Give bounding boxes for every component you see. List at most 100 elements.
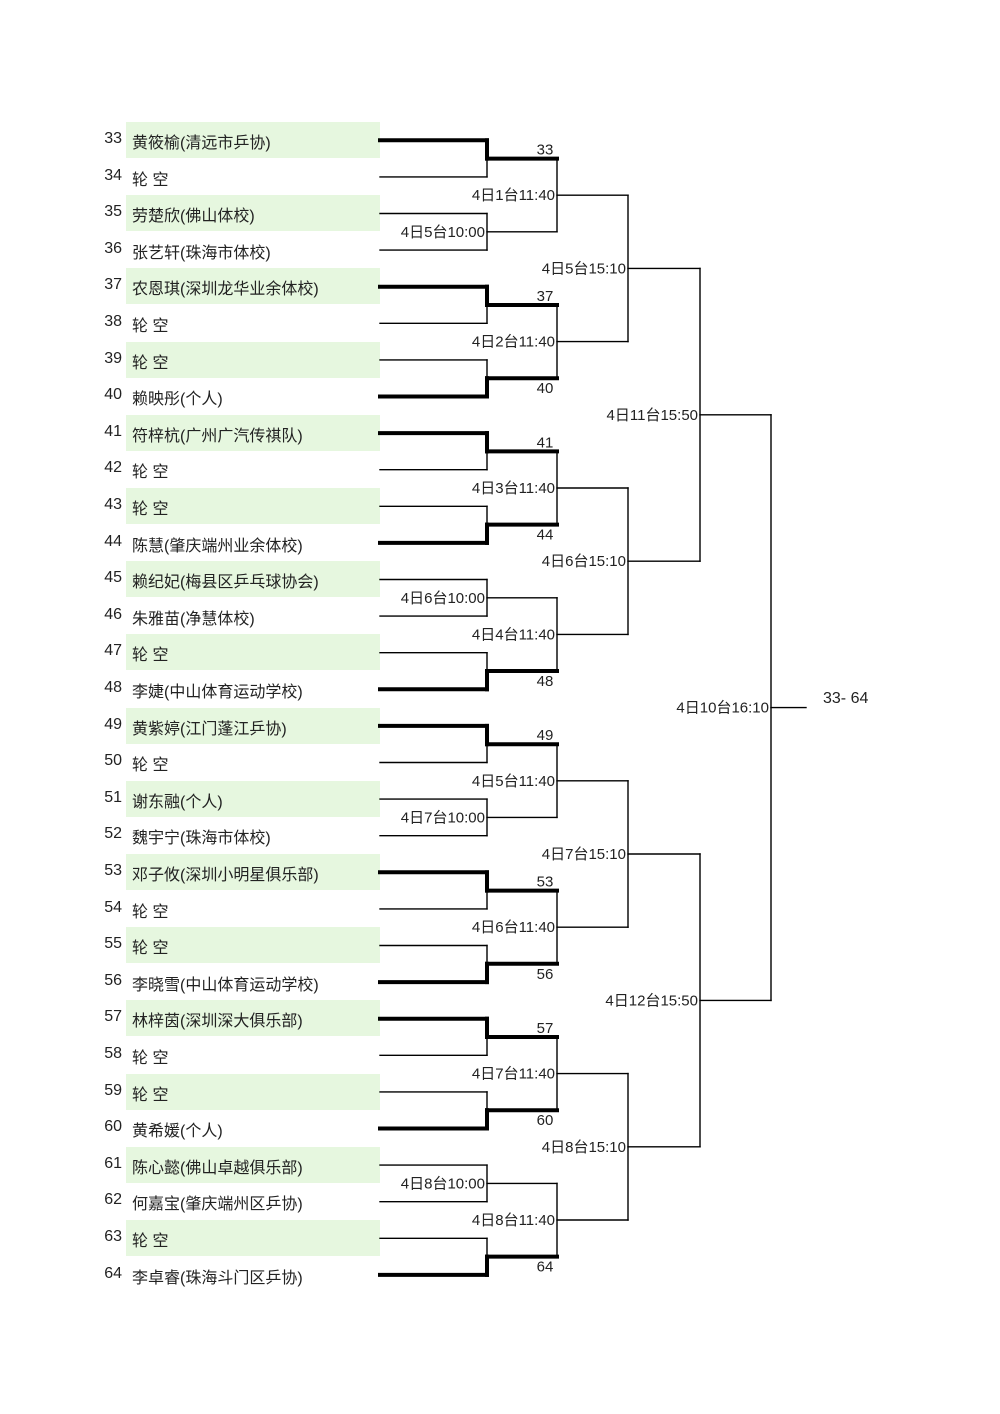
player-row: 41 符梓杭(广州广汽传祺队) bbox=[0, 414, 380, 451]
match-schedule: 4日10台16:10 bbox=[676, 700, 769, 717]
player-seed: 36 bbox=[104, 239, 122, 257]
player-seed: 63 bbox=[104, 1228, 122, 1245]
player-row: 38 轮 空 bbox=[0, 305, 380, 341]
player-row: 59 轮 空 bbox=[0, 1073, 380, 1110]
match-schedule: 4日6台15:10 bbox=[542, 553, 626, 570]
player-row: 40 赖映彤(个人) bbox=[0, 378, 380, 414]
player-row: 53 邓子攸(深圳小明星俱乐部) bbox=[0, 854, 380, 890]
player-seed: 50 bbox=[104, 752, 122, 770]
player-seed: 59 bbox=[104, 1081, 122, 1099]
player-seed: 38 bbox=[104, 313, 122, 330]
player-seed: 33 bbox=[104, 130, 122, 147]
player-seed: 43 bbox=[104, 496, 122, 513]
row-highlight bbox=[126, 1146, 380, 1183]
player-row: 47 轮 空 bbox=[0, 634, 380, 671]
match-schedule: 4日7台10:00 bbox=[401, 809, 485, 826]
player-seed: 57 bbox=[104, 1008, 122, 1026]
player-seed: 48 bbox=[104, 679, 122, 696]
player-seed: 47 bbox=[104, 642, 122, 660]
row-highlight bbox=[126, 854, 380, 890]
row-highlight bbox=[126, 1220, 380, 1256]
player-row: 48 李婕(中山体育运动学校) bbox=[0, 671, 380, 707]
match-schedule: 4日2台11:40 bbox=[472, 334, 555, 351]
row-highlight bbox=[126, 488, 380, 524]
player-seed: 40 bbox=[104, 386, 122, 404]
player-seed: 61 bbox=[104, 1154, 122, 1172]
player-seed: 41 bbox=[104, 422, 122, 440]
player-seed: 39 bbox=[104, 349, 122, 367]
row-highlight bbox=[126, 1073, 380, 1110]
player-name: 邓子攸(深圳小明星俱乐部) bbox=[132, 867, 319, 884]
match-result: 41 bbox=[537, 434, 554, 451]
player-seed: 42 bbox=[104, 459, 122, 477]
match-schedule: 4日8台15:10 bbox=[542, 1139, 626, 1156]
match-schedule: 4日6台11:40 bbox=[472, 919, 555, 936]
player-row: 54 轮 空 bbox=[0, 891, 380, 927]
match-schedule: 4日7台15:10 bbox=[542, 846, 626, 863]
row-highlight bbox=[126, 414, 380, 451]
player-name: 张艺轩(珠海市体校) bbox=[132, 244, 271, 262]
player-name: 李卓睿(珠海斗门区乒协) bbox=[132, 1269, 303, 1287]
player-row: 37 农恩琪(深圳龙华业余体校) bbox=[0, 268, 380, 305]
player-name: 轮 空 bbox=[132, 464, 169, 482]
player-name: 符梓杭(广州广汽传祺队) bbox=[132, 427, 303, 445]
player-seed: 60 bbox=[104, 1118, 122, 1136]
row-highlight bbox=[126, 1000, 380, 1037]
player-row: 42 轮 空 bbox=[0, 451, 380, 487]
player-name: 轮 空 bbox=[132, 757, 169, 775]
player-name: 劳楚欣(佛山体校) bbox=[132, 208, 255, 226]
player-seed: 45 bbox=[104, 569, 122, 587]
player-name: 轮 空 bbox=[132, 1050, 169, 1067]
player-name: 轮 空 bbox=[132, 1086, 169, 1104]
player-name: 轮 空 bbox=[132, 647, 169, 665]
player-seed: 62 bbox=[104, 1191, 122, 1209]
row-highlight bbox=[126, 341, 380, 378]
player-seed: 34 bbox=[104, 166, 122, 184]
player-seed: 52 bbox=[104, 825, 122, 843]
match-result: 48 bbox=[537, 673, 554, 690]
player-name: 谢东融(个人) bbox=[132, 793, 223, 811]
player-name: 朱雅苗(净慧体校) bbox=[132, 610, 255, 628]
player-seed: 37 bbox=[104, 276, 122, 294]
player-name: 李晓雪(中山体育运动学校) bbox=[132, 976, 319, 994]
player-name: 赖映彤(个人) bbox=[132, 391, 223, 409]
player-name: 魏宇宁(珠海市体校) bbox=[132, 830, 271, 848]
match-result: 33 bbox=[537, 142, 554, 159]
match-result: 60 bbox=[537, 1112, 554, 1129]
player-name: 轮 空 bbox=[132, 903, 169, 921]
player-seed: 35 bbox=[104, 203, 122, 221]
match-schedule: 4日1台11:40 bbox=[472, 187, 555, 204]
match-schedule: 4日11台15:50 bbox=[607, 407, 698, 424]
match-schedule: 4日7台11:40 bbox=[472, 1066, 555, 1083]
match-schedule: 4日4台11:40 bbox=[472, 626, 555, 643]
player-name: 轮 空 bbox=[132, 501, 169, 518]
player-seed: 54 bbox=[104, 898, 122, 916]
player-seed: 49 bbox=[104, 715, 122, 733]
player-row: 50 轮 空 bbox=[0, 744, 380, 780]
player-row: 52 魏宇宁(珠海市体校) bbox=[0, 817, 380, 853]
row-highlight bbox=[126, 780, 380, 817]
player-name: 轮 空 bbox=[132, 318, 169, 335]
player-seed: 58 bbox=[104, 1045, 122, 1062]
player-row: 58 轮 空 bbox=[0, 1037, 380, 1073]
player-name: 农恩琪(深圳龙华业余体校) bbox=[132, 281, 319, 299]
player-name: 李婕(中山体育运动学校) bbox=[132, 684, 303, 701]
player-seed: 53 bbox=[104, 862, 122, 879]
match-result: 53 bbox=[537, 874, 554, 891]
match-schedule: 4日5台11:40 bbox=[472, 773, 555, 790]
player-row: 45 赖纪妃(梅县区乒乓球协会) bbox=[0, 561, 380, 598]
match-result: 64 bbox=[537, 1259, 554, 1276]
player-name: 赖纪妃(梅县区乒乓球协会) bbox=[132, 574, 319, 592]
